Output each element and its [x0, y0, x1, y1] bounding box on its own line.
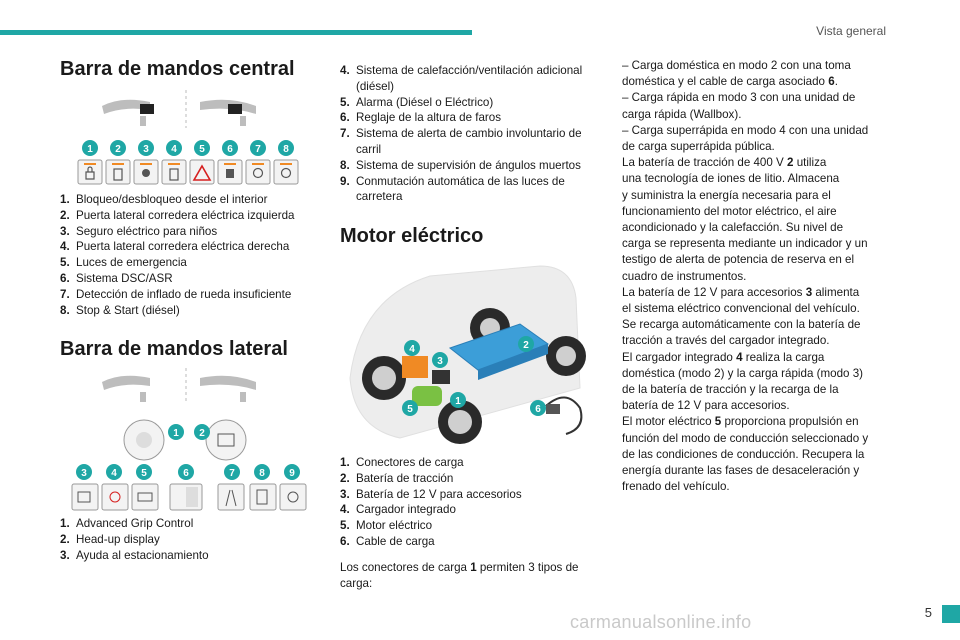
central-badges: 1 2 3 4 5 6 7 8 [82, 140, 294, 156]
badge-6: 6 [535, 404, 541, 415]
badge-5: 5 [407, 404, 413, 415]
stop-start-icon [280, 167, 292, 179]
list-item: 1.Conectores de carga [340, 456, 464, 469]
headlamp-level-icon [186, 487, 198, 507]
badge-9: 9 [289, 468, 295, 479]
page-number: 5 [924, 605, 932, 620]
list-item: 4.Sistema de calefacción/ventilación adi… [340, 64, 583, 93]
badge-8: 8 [259, 468, 265, 479]
list-item: 8.Sistema de supervisión de ángulos muer… [340, 158, 581, 172]
charging-cable [545, 396, 583, 435]
dsc-icon [226, 169, 234, 178]
section-title-motor: Motor eléctrico [340, 225, 484, 247]
electric-motor [412, 386, 442, 406]
list-item: 2.Batería de tracción [340, 471, 454, 485]
sliding-door-left-icon [113, 168, 123, 181]
list-item: 5.Motor eléctrico [340, 519, 433, 533]
page-number-accent [942, 605, 960, 623]
list-item: 9.Conmutación automática de las luces de… [340, 174, 565, 204]
list-item: 1.Advanced Grip Control [60, 517, 194, 530]
lateral-list: 1.Advanced Grip Control 2.Head-up displa… [60, 516, 209, 563]
badge-5: 5 [199, 144, 205, 155]
motor-list: 1.Conectores de carga 2.Batería de tracc… [340, 455, 522, 550]
head-up-display-dial [205, 419, 247, 461]
dashboard-left-icon [102, 375, 150, 402]
list-item: 2.Puerta lateral corredera eléctrica izq… [60, 208, 295, 222]
lateral-console-figure: 1 2 3 4 5 6 7 8 9 [71, 368, 307, 511]
page-header-title: Vista general [816, 24, 886, 38]
badge-7: 7 [229, 468, 235, 479]
sliding-door-right-icon [169, 168, 179, 181]
central-buttons [77, 159, 299, 185]
dashboard-right-icon [200, 375, 256, 402]
central-list: 1.Bloqueo/desbloqueo desde el interior 2… [60, 192, 294, 318]
badge-6: 6 [183, 468, 189, 479]
badge-2: 2 [115, 144, 121, 155]
list-item: 5.Alarma (Diésel o Eléctrico) [340, 95, 494, 109]
watermark: carmanualsonline.info [570, 612, 752, 632]
electric-motor-figure: 1 2 3 4 5 6 [349, 265, 586, 444]
heater-icon [109, 491, 121, 503]
park-assist-icon [77, 491, 91, 503]
badge-8: 8 [283, 144, 289, 155]
list-item: 7.Sistema de alerta de cambio involuntar… [340, 127, 582, 156]
list-item: 4.Cargador integrado [340, 503, 456, 517]
list-item: 8.Stop & Start (diésel) [60, 303, 180, 317]
badge-2: 2 [523, 340, 529, 351]
dashboard-left-icon [102, 99, 154, 126]
child-lock-icon [142, 169, 150, 177]
badge-2: 2 [199, 428, 205, 439]
lock-icon [85, 166, 95, 180]
battery-12v [432, 370, 450, 384]
list-item: 3.Seguro eléctrico para niños [60, 224, 218, 238]
list-item: 6.Reglaje de la altura de faros [340, 111, 502, 125]
badge-3: 3 [437, 356, 443, 367]
dashboard-right-icon [200, 99, 256, 126]
list-item: 6.Cable de carga [340, 534, 435, 548]
list-item: 4.Puerta lateral corredera eléctrica der… [60, 240, 290, 254]
badge-1: 1 [87, 144, 93, 155]
badge-3: 3 [143, 144, 149, 155]
hazard-icon [192, 164, 212, 181]
list-item: 3.Batería de 12 V para accesorios [340, 487, 522, 501]
central-console-figure: 1 2 3 4 5 6 7 8 [77, 90, 299, 185]
section-title-lateral: Barra de mandos lateral [60, 338, 288, 360]
integrated-charger [402, 356, 428, 378]
section-title-central: Barra de mandos central [60, 58, 295, 80]
lane-departure-icon [225, 489, 237, 507]
badge-6: 6 [227, 144, 233, 155]
badge-5: 5 [141, 468, 147, 479]
list-item: 5.Luces de emergencia [60, 256, 187, 270]
list-item: 7.Detección de inflado de rueda insufici… [60, 287, 292, 301]
charging-intro: Los conectores de carga 1 permiten 3 tip… [340, 561, 579, 591]
badge-7: 7 [255, 144, 261, 155]
badge-1: 1 [173, 428, 179, 439]
badge-4: 4 [171, 144, 177, 155]
list-item: 3.Ayuda al estacionamiento [60, 548, 209, 562]
badge-3: 3 [81, 468, 87, 479]
badge-4: 4 [111, 468, 117, 479]
header-accent-bar [0, 30, 472, 35]
list-item: 2.Head-up display [60, 532, 160, 546]
lateral-list-continued: 4.Sistema de calefacción/ventilación adi… [340, 63, 600, 205]
body-text: – Carga doméstica en modo 2 con una toma… [622, 59, 869, 494]
blind-spot-icon [256, 489, 268, 505]
list-item: 1.Bloqueo/desbloqueo desde el interior [60, 193, 268, 206]
wheel-rear-right [546, 336, 586, 376]
badge-1: 1 [455, 396, 461, 407]
tyre-pressure-icon [252, 167, 264, 179]
auto-high-beam-icon [287, 491, 299, 503]
alarm-icon [137, 492, 153, 502]
wheel-front-right [438, 400, 482, 444]
list-item: 6.Sistema DSC/ASR [60, 271, 173, 285]
wheel-front [362, 356, 406, 400]
badge-4: 4 [409, 344, 415, 355]
